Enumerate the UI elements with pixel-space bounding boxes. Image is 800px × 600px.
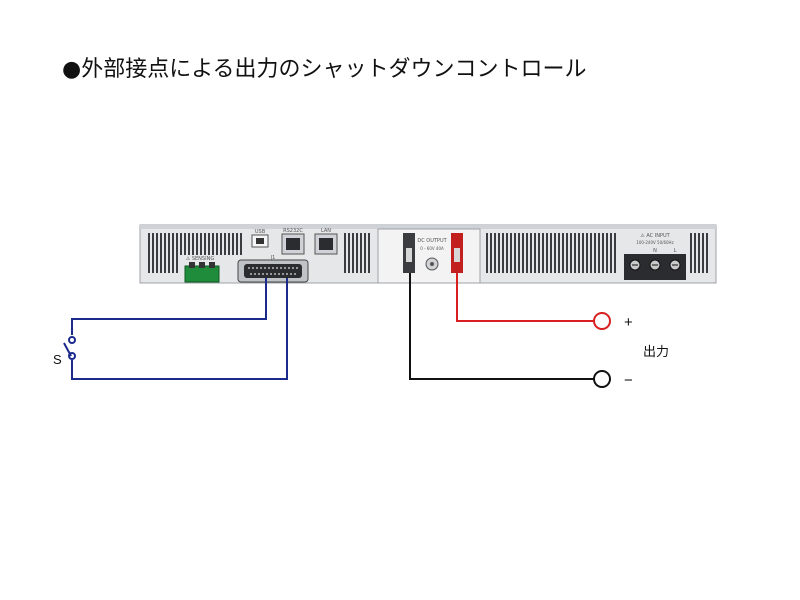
output-label: 出力 (643, 345, 669, 360)
usb-port (251, 234, 269, 248)
lan-label: LAN (321, 228, 331, 234)
dc-output-block (377, 228, 481, 284)
page-title: ●外部接点による出力のシャットダウンコントロール (62, 57, 587, 82)
j1-control-connector (237, 259, 309, 283)
power-supply-rear-panel: USB RS232C LAN ⚠ SENSING (139, 224, 717, 284)
output-minus-sign: − (624, 372, 633, 389)
ac-input-label: ⚠ AC INPUT (640, 233, 670, 239)
ac-input-rating: 100-240V 50/60Hz (636, 240, 673, 245)
rs232c-port (281, 233, 305, 255)
output-plus-sign: + (624, 314, 633, 331)
external-contact-switch (63, 336, 76, 360)
dc-output-rating: 0 - 60V 40A (420, 246, 444, 251)
usb-label: USB (255, 229, 266, 235)
output-plus-terminal (593, 312, 611, 330)
lan-port (314, 233, 338, 255)
ac-terminal-n-label: N (653, 248, 657, 254)
output-minus-wire (409, 273, 594, 380)
output-minus-terminal (593, 370, 611, 388)
ac-input-terminal-block (624, 254, 686, 280)
control-wire-1 (71, 278, 267, 335)
j1-label: J1 (270, 255, 276, 261)
control-wire-2 (71, 278, 288, 380)
sensing-connector (184, 262, 220, 283)
vent-grille-left (148, 233, 242, 273)
ac-terminal-l-label: L (674, 248, 677, 254)
vent-grille-right (486, 233, 708, 273)
output-plus-wire (456, 273, 594, 322)
rs232c-label: RS232C (283, 228, 303, 234)
sensing-label: ⚠ SENSING (186, 256, 215, 262)
switch-label: S (53, 352, 62, 367)
output-wiring (409, 273, 594, 380)
vent-grille-middle (344, 233, 370, 273)
control-wiring (71, 278, 288, 380)
dc-output-label: DC OUTPUT (417, 238, 447, 244)
